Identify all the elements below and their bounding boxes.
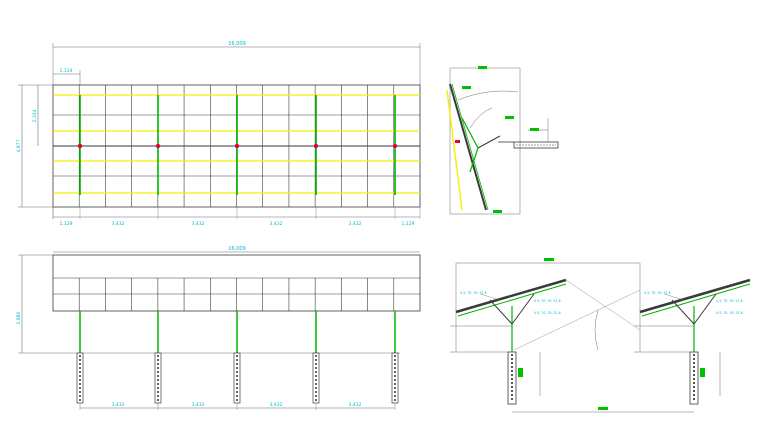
side-callout-1 bbox=[462, 86, 471, 89]
plan-post-joint bbox=[313, 143, 319, 149]
section-view: U.S. 70. 35. S1.6 U.S. 70. 35. S1.6 U.S.… bbox=[450, 258, 751, 413]
side-view bbox=[446, 66, 559, 215]
side-callout-4 bbox=[493, 210, 502, 213]
plan-bottom-dim-1: 3,432 bbox=[112, 221, 125, 227]
section-bottom-dim-tag bbox=[598, 407, 608, 410]
plan-overall-width-dimension: 16,009 bbox=[52, 41, 421, 85]
front-spacing-dim-3: 3,432 bbox=[349, 402, 362, 408]
section-left-callout-0: U.S. 70. 35. S1.6 bbox=[460, 291, 487, 295]
plan-bottom-dim-4: 3,432 bbox=[349, 221, 362, 227]
section-right-callout-0: U.S. 70. 35. S1.6 bbox=[644, 291, 671, 295]
plan-bottom-dim-3: 3,432 bbox=[270, 221, 283, 227]
plan-module-width-label: 1,134 bbox=[60, 68, 73, 74]
side-horizontal-post bbox=[513, 141, 559, 149]
front-posts bbox=[76, 311, 399, 410]
section-right-unit: U.S. 70. 35. S1.6 U.S. 70. 35. S1.6 U.S.… bbox=[634, 278, 751, 405]
plan-post-joint bbox=[77, 143, 83, 149]
front-overall-width-label: 16,009 bbox=[228, 246, 246, 252]
section-left-callout-2: U.S. 70. 35. S1.6 bbox=[534, 311, 561, 315]
side-callout-0 bbox=[478, 66, 487, 69]
plan-overall-width-label: 16,009 bbox=[228, 41, 246, 47]
side-callout-5 bbox=[455, 140, 460, 143]
plan-overall-height-label: 4,877 bbox=[16, 139, 22, 152]
front-overall-width-dimension: 16,009 bbox=[53, 246, 420, 253]
plan-module-height-dimension: 2,334 bbox=[32, 85, 39, 146]
plan-post-joint bbox=[155, 143, 161, 149]
plan-module-width-dimension: 1,134 bbox=[53, 68, 81, 85]
side-callout-2 bbox=[505, 116, 514, 119]
front-spacing-dim-1: 3,432 bbox=[192, 402, 205, 408]
front-spacing-dim-2: 3,432 bbox=[270, 402, 283, 408]
plan-post-joint bbox=[234, 143, 240, 149]
section-left-callout-1: U.S. 70. 35. S1.6 bbox=[534, 299, 561, 303]
plan-view: 16,009 1,134 4,877 2,334 1,129 3,432 3,4… bbox=[16, 41, 421, 227]
section-right-callout-1: U.S. 70. 35. S1.6 bbox=[716, 299, 743, 303]
front-view: 16,009 2,880 3,432 3,432 3,432 3,432 bbox=[16, 246, 421, 410]
plan-bottom-dim-5: 1,129 bbox=[402, 221, 415, 227]
section-right-callout-2: U.S. 70. 35. S1.6 bbox=[716, 311, 743, 315]
front-height-dimension: 2,880 bbox=[16, 254, 400, 354]
front-panel-grid bbox=[52, 254, 421, 312]
side-callout-3 bbox=[530, 128, 539, 131]
front-height-label: 2,880 bbox=[16, 311, 22, 324]
plan-overall-height-dimension: 4,877 bbox=[16, 84, 53, 208]
plan-module-height-label: 2,334 bbox=[32, 109, 38, 122]
side-panel bbox=[449, 83, 487, 211]
section-top-dim-tag bbox=[544, 258, 554, 261]
plan-panel-grid bbox=[52, 84, 421, 219]
plan-bottom-dim-0: 1,129 bbox=[60, 221, 73, 227]
plan-bottom-dim-2: 3,432 bbox=[192, 221, 205, 227]
plan-post-joint bbox=[392, 143, 398, 149]
section-left-unit: U.S. 70. 35. S1.6 U.S. 70. 35. S1.6 U.S.… bbox=[450, 278, 567, 405]
front-post-spacing-dimensions: 3,432 3,432 3,432 3,432 bbox=[80, 402, 395, 409]
plan-bottom-dimensions: 1,129 3,432 3,432 3,432 3,432 1,129 bbox=[53, 216, 420, 227]
front-spacing-dim-0: 3,432 bbox=[112, 402, 125, 408]
